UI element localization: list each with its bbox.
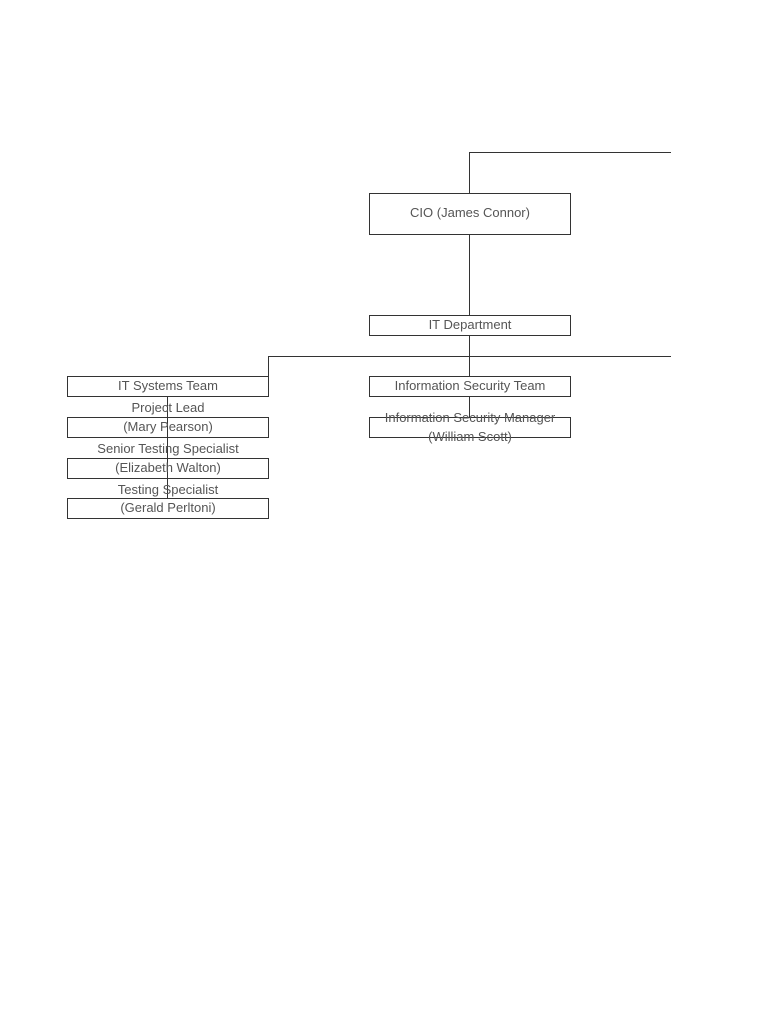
senior-testing-specialist-box xyxy=(67,458,269,479)
testing-specialist-name: (Gerald Perltoni) xyxy=(120,500,216,515)
connector-to-infosec xyxy=(469,356,470,376)
it-systems-team-label: IT Systems Team xyxy=(118,378,218,393)
connector-it-systems-members xyxy=(167,396,168,498)
connector-top-to-cio xyxy=(469,152,470,193)
information-security-manager-box xyxy=(369,417,571,438)
project-lead-box xyxy=(67,417,269,438)
project-lead-role: Project Lead xyxy=(131,400,205,415)
information-security-manager-role: Information Security Manager xyxy=(384,410,556,425)
it-systems-team-box xyxy=(67,376,269,397)
information-security-team-box xyxy=(369,376,571,397)
it-department-label: IT Department xyxy=(428,317,512,332)
project-lead-name: (Mary Pearson) xyxy=(123,419,213,434)
cio-label: CIO (James Connor) xyxy=(410,205,530,220)
cio-box xyxy=(369,193,571,235)
testing-specialist-role: Testing Specialist xyxy=(117,482,219,497)
connector-infosec-to-manager xyxy=(469,396,470,417)
connector-top xyxy=(469,152,671,153)
connector-to-it-systems xyxy=(268,356,269,376)
information-security-manager-name: (William Scott) xyxy=(428,429,512,444)
connector-dept-down xyxy=(469,335,470,356)
senior-testing-specialist-role: Senior Testing Specialist xyxy=(97,441,239,456)
connector-cio-to-dept xyxy=(469,234,470,315)
testing-specialist-box xyxy=(67,498,269,519)
senior-testing-specialist-name: (Elizabeth Walton) xyxy=(115,460,221,475)
information-security-team-label: Information Security Team xyxy=(394,378,546,393)
it-department-box xyxy=(369,315,571,336)
